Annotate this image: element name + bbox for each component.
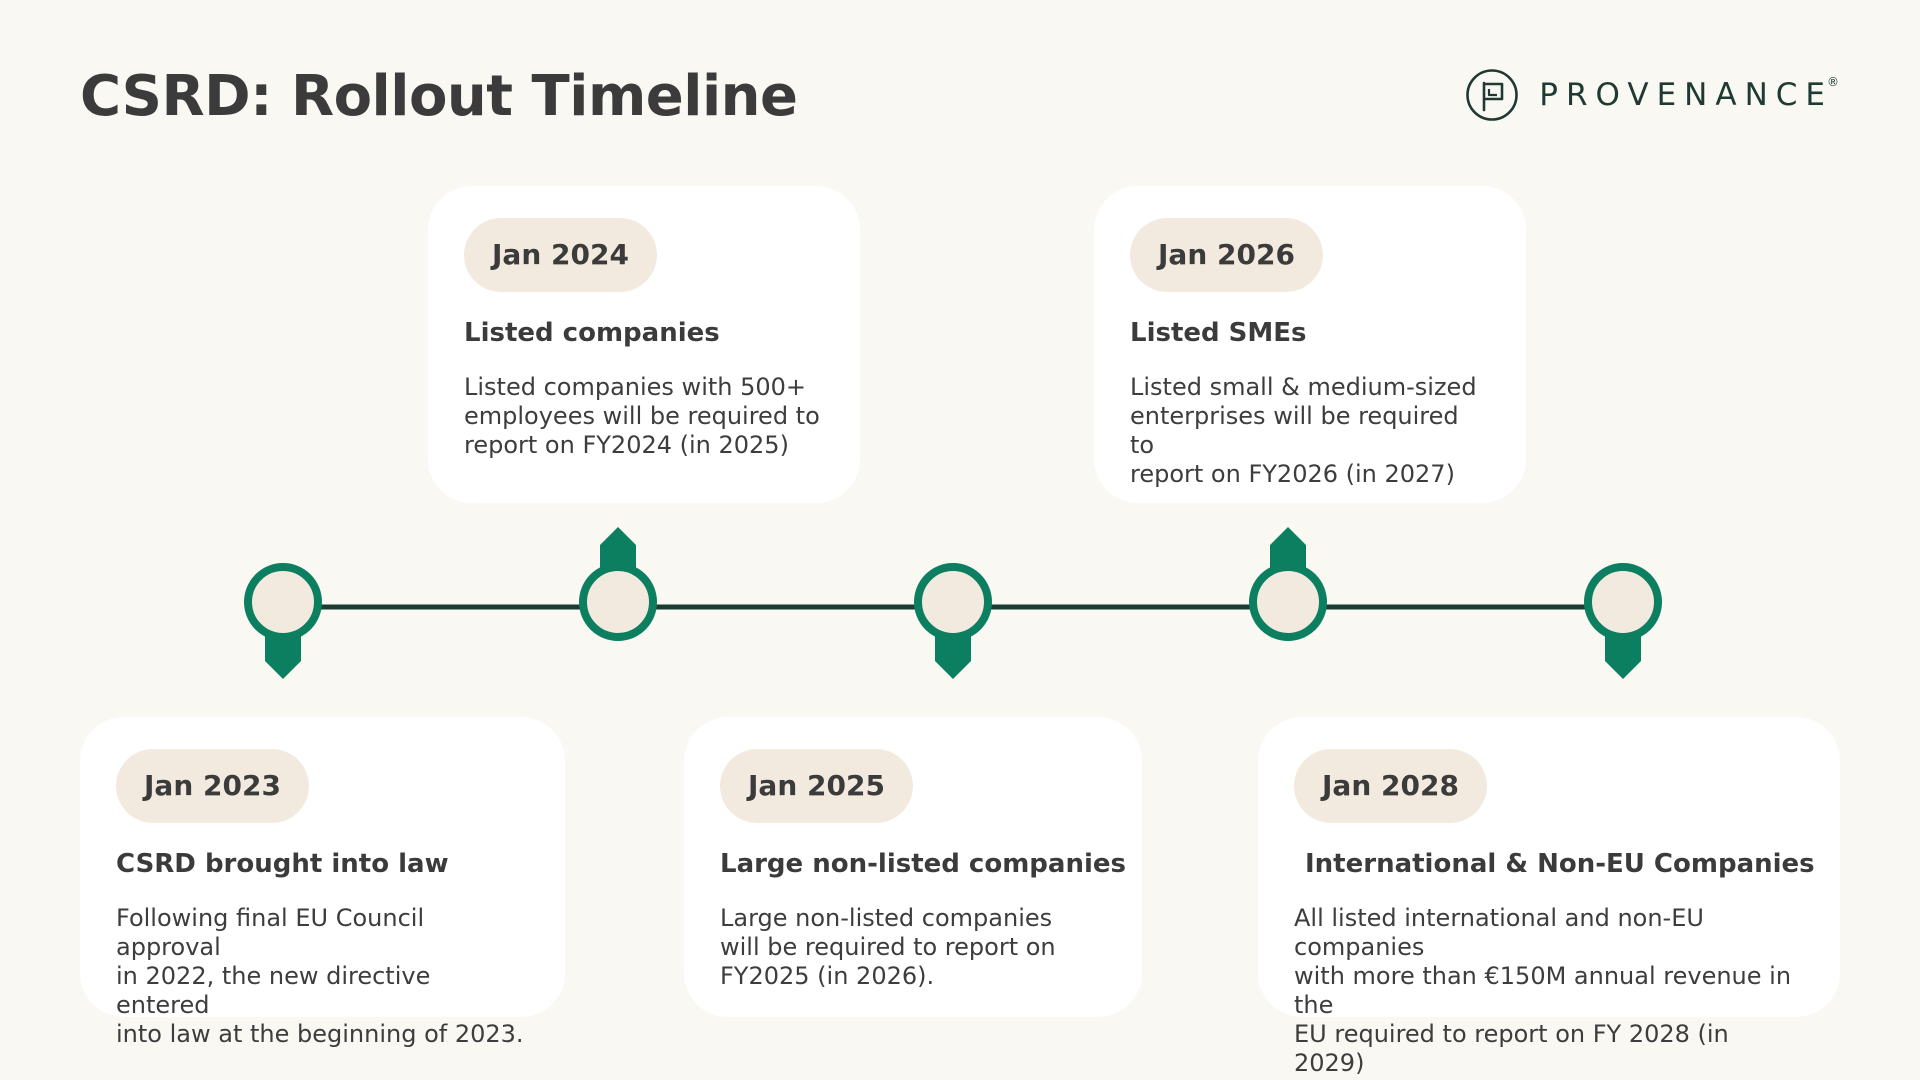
timeline-marker-up [1270, 527, 1306, 574]
milestone-card-2025: Jan 2025 Large non-listed companies Larg… [684, 717, 1142, 1017]
milestone-title: International & Non-EU Companies [1305, 849, 1815, 879]
timeline-node-2026 [1249, 527, 1327, 641]
timeline-node-circle [1584, 563, 1662, 641]
timeline-node-circle [579, 563, 657, 641]
milestone-date-pill: Jan 2025 [720, 749, 913, 823]
timeline-marker-down [265, 632, 301, 679]
brand-registered-mark: ® [1827, 74, 1847, 89]
brand-logo: PROVENANCE® [1465, 68, 1847, 122]
timeline-node-2025 [914, 563, 992, 679]
milestone-title: Listed SMEs [1130, 318, 1307, 348]
milestone-date-pill: Jan 2028 [1294, 749, 1487, 823]
milestone-card-2023: Jan 2023 CSRD brought into law Following… [80, 717, 565, 1048]
flag-in-circle-icon [1466, 69, 1519, 121]
page-title: CSRD: Rollout Timeline [80, 64, 798, 129]
milestone-card-2026: Jan 2026 Listed SMEs Listed small & medi… [1094, 186, 1526, 503]
milestone-description: Listed small & medium-sized enterprises … [1130, 373, 1477, 489]
milestone-title: Listed companies [464, 318, 720, 348]
timeline-node-circle [914, 563, 992, 641]
milestone-description: All listed international and non-EU comp… [1294, 904, 1792, 1078]
milestone-title: CSRD brought into law [116, 849, 449, 879]
timeline-marker-down [935, 632, 971, 679]
milestone-date-pill: Jan 2026 [1130, 218, 1323, 292]
milestone-date-pill: Jan 2024 [464, 218, 657, 292]
timeline-marker-down [1605, 632, 1641, 679]
milestone-description: Large non-listed companies will be requi… [720, 904, 1056, 991]
timeline-node-2024 [579, 527, 657, 641]
timeline-node-2023 [244, 563, 322, 679]
timeline-node-2028 [1584, 563, 1662, 679]
milestone-card-2024: Jan 2024 Listed companies Listed compani… [428, 186, 860, 503]
timeline-node-circle [244, 563, 322, 641]
timeline-node-circle [1249, 563, 1327, 641]
milestone-description: Listed companies with 500+ employees wil… [464, 373, 820, 460]
brand-name: PROVENANCE® [1539, 74, 1847, 113]
milestone-date-pill: Jan 2023 [116, 749, 309, 823]
milestone-card-2028: Jan 2028 International & Non-EU Companie… [1258, 717, 1840, 1077]
milestone-description: Following final EU Council approval in 2… [116, 904, 524, 1049]
timeline-marker-up [600, 527, 636, 574]
milestone-title: Large non-listed companies [720, 849, 1126, 879]
